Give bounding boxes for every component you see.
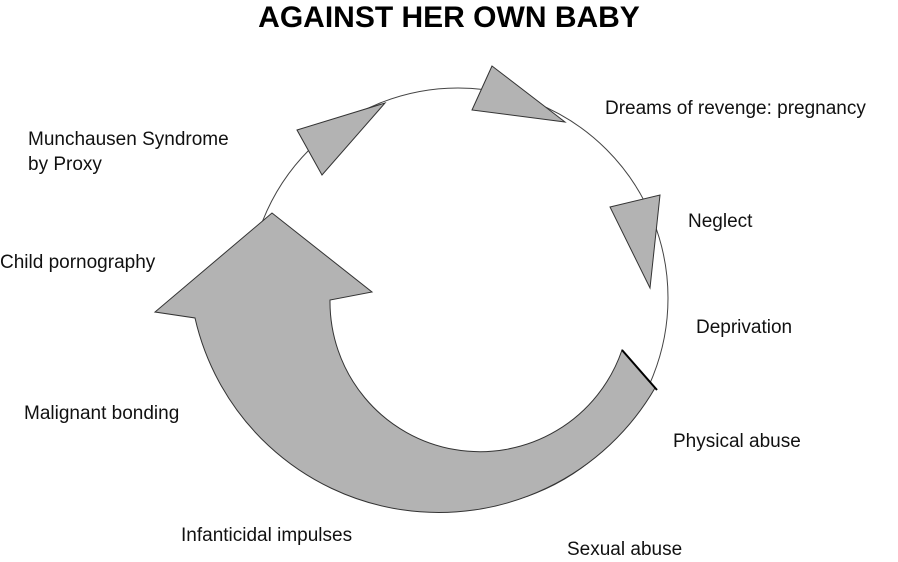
label-malignant-bonding: Malignant bonding [24,403,180,424]
label-dreams: Dreams of revenge: pregnancy [605,98,866,119]
label-sexual-abuse: Sexual abuse [567,539,683,560]
label-deprivation: Deprivation [696,317,793,338]
label-child-pornography: Child pornography [0,252,156,273]
label-munchausen-line1: Munchausen Syndrome [28,129,229,150]
label-infanticidal: Infanticidal impulses [181,525,353,546]
arrowhead-left [296,102,387,176]
arrowhead-top [471,65,567,123]
label-munchausen-line2: by Proxy [28,154,102,175]
diagram-title: AGAINST HER OWN BABY [258,1,640,34]
large-cycle-arrow [153,212,656,514]
label-physical-abuse: Physical abuse [673,431,801,452]
label-neglect: Neglect [688,211,753,232]
arrowhead-right [609,194,661,290]
